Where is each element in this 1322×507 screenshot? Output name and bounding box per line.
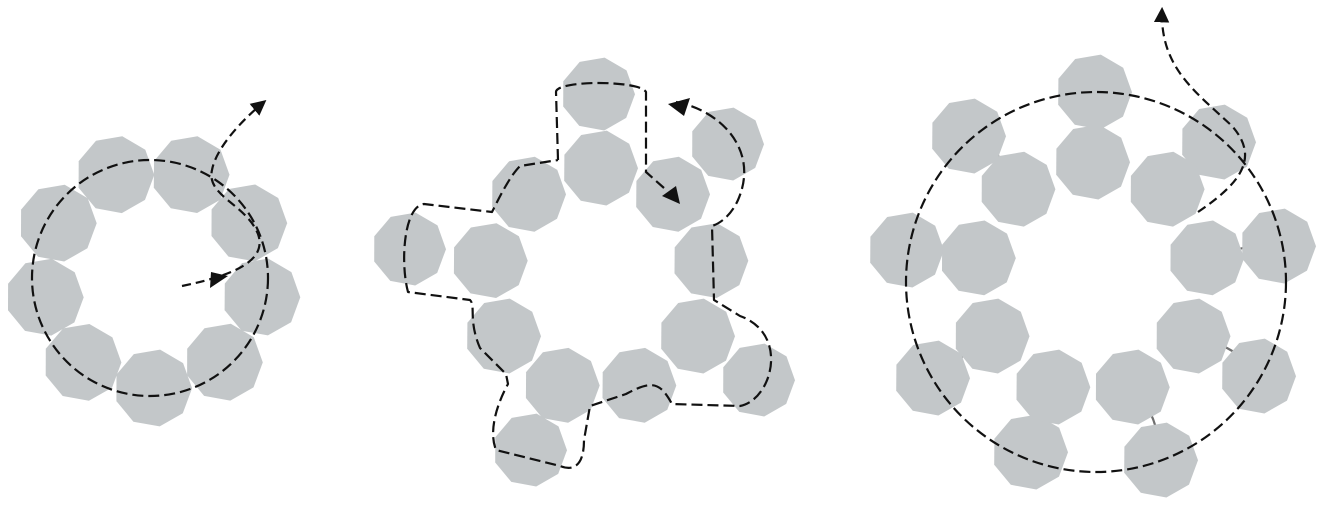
panel-1-subunit-9 bbox=[21, 185, 97, 262]
panel-3-inner-subunit-7 bbox=[956, 299, 1030, 374]
panel-1-subunit-6 bbox=[116, 350, 192, 427]
panel-3-inner-subunit-9 bbox=[982, 152, 1056, 227]
panel-2-inner-subunit-8 bbox=[454, 223, 528, 298]
panel-2-arrowhead-upper bbox=[668, 98, 690, 116]
panel-star-ring bbox=[374, 58, 795, 487]
panel-double-ring bbox=[870, 10, 1316, 498]
panel-3-inner-subunit-4 bbox=[1157, 299, 1231, 374]
panel-2-outer-subunit-4 bbox=[495, 414, 567, 487]
panel-2-subunits bbox=[374, 58, 795, 487]
panel-3-inner-subunit-5 bbox=[1096, 350, 1170, 425]
panel-3-subunits bbox=[870, 55, 1316, 498]
panel-1-subunit-2 bbox=[154, 136, 230, 213]
panel-simple-ring bbox=[8, 102, 300, 426]
panel-3-outer-subunit-1 bbox=[1058, 55, 1132, 130]
panel-2-inner-subunit-5 bbox=[603, 348, 677, 423]
panel-3-inner-subunit-6 bbox=[1017, 350, 1091, 425]
panel-1-subunit-8 bbox=[8, 259, 84, 336]
panel-2-outer-subunit-5 bbox=[374, 213, 446, 286]
panel-3-outer-subunit-6 bbox=[994, 415, 1068, 490]
panel-2-inner-subunit-9 bbox=[492, 157, 566, 232]
panel-2-inner-subunit-7 bbox=[467, 299, 541, 374]
panel-3-outer-subunit-3 bbox=[1242, 209, 1316, 284]
panel-2-inner-subunit-1 bbox=[564, 131, 638, 206]
panel-3-outer-subunit-4 bbox=[1222, 339, 1296, 414]
panel-1-subunit-5 bbox=[187, 324, 263, 401]
panel-2-outer-subunit-1 bbox=[563, 58, 635, 131]
panel-3-inner-subunit-3 bbox=[1171, 221, 1245, 296]
panel-3-inner-subunit-1 bbox=[1056, 125, 1130, 200]
panel-3-inner-subunit-8 bbox=[942, 221, 1016, 296]
panel-2-inner-subunit-4 bbox=[661, 299, 735, 374]
panel-1-subunit-1 bbox=[79, 136, 155, 213]
panel-2-outer-subunit-2 bbox=[692, 108, 764, 181]
panel-1-subunits bbox=[8, 136, 300, 426]
